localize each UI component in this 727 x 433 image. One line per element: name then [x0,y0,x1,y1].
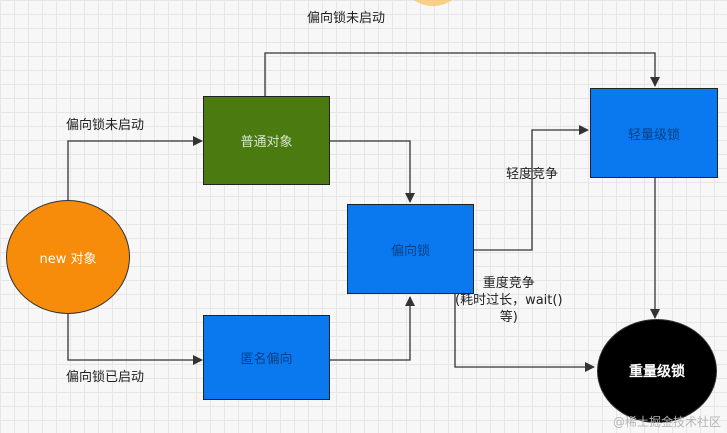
node-biased-lock: 偏向锁 [347,204,474,294]
edge-label-to-normal: 偏向锁未启动 [66,118,145,133]
watermark: @稀土掘金技术社区 [612,415,721,429]
edge-label-light-contention: 轻度竞争 [506,167,559,182]
edge-label-heavy-line2: (耗时过长，wait() [455,293,563,308]
node-heavyweight-lock-label: 重量级锁 [629,364,685,380]
edge-new-to-anonymous [67,312,203,365]
node-anonymous-biased: 匿名偏向 [203,315,330,400]
edge-new-to-normal [67,136,203,200]
edge-normal-to-lightweight [264,52,660,96]
edge-label-heavy-line1: 重度竞争 [482,276,535,291]
edge-label-heavy-line3: 等) [499,310,518,325]
node-normal-object: 普通对象 [203,96,330,185]
node-new-object-label: new 对象 [39,251,97,267]
edge-anonymous-to-biased [330,296,415,361]
node-anonymous-biased-label: 匿名偏向 [240,352,293,367]
decorative-blob [408,0,458,6]
edge-label-to-anonymous: 偏向锁已启动 [66,370,145,385]
edge-label-heavy-contention: 重度竞争 (耗时过长，wait() 等) [455,275,563,326]
node-normal-object-label: 普通对象 [240,135,293,150]
node-biased-lock-label: 偏向锁 [390,243,430,259]
edge-biased-to-heavyweight [454,294,595,372]
node-heavyweight-lock: 重量级锁 [597,319,717,423]
edge-biased-to-lightweight [474,125,589,251]
edge-normal-to-biased [330,140,415,203]
edge-label-top: 偏向锁未启动 [307,11,386,26]
node-lightweight-lock: 轻量级锁 [590,88,718,178]
node-new-object: new 对象 [6,200,130,314]
node-lightweight-lock-label: 轻量级锁 [627,127,680,143]
